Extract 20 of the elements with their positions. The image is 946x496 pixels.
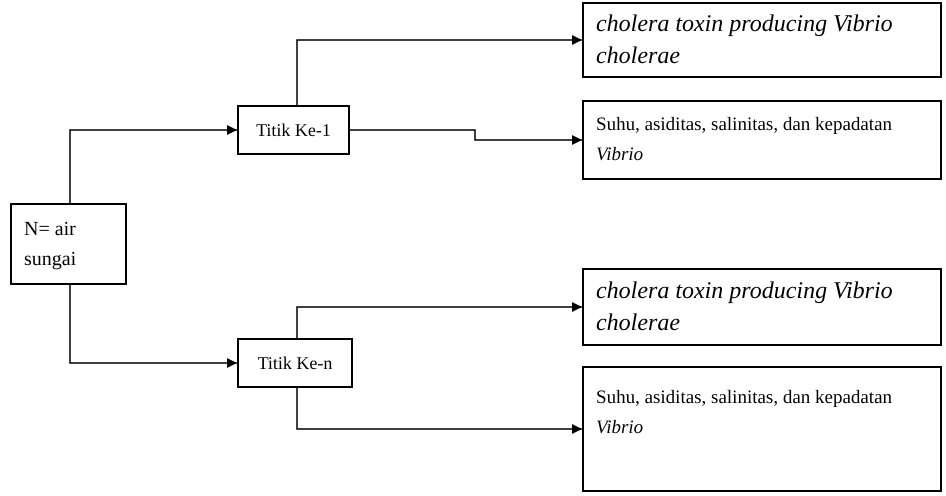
process-box: [582, 100, 942, 180]
process-box: [582, 2, 942, 78]
box-text: N= air sungai: [24, 217, 78, 272]
arrow: [350, 129, 582, 145]
process-box: [582, 268, 942, 346]
arrow: [69, 125, 237, 203]
process-box: [237, 105, 350, 155]
arrow: [296, 302, 582, 338]
box-text: cholera toxin producing Vibrio cholerae: [596, 10, 894, 71]
box-text: Titik Ke-1: [255, 118, 332, 142]
process-box: [582, 366, 942, 492]
box-text: cholera toxin producing Vibrio cholerae: [596, 277, 894, 338]
process-box: [10, 203, 127, 285]
arrow: [69, 285, 237, 368]
arrow: [296, 388, 582, 434]
box-text: Suhu, asiditas, salinitas, dan kepadatan Vibrio: [596, 113, 894, 167]
box-text: Suhu, asiditas, salinitas, dan kepadatan Vibrio: [596, 386, 894, 440]
box-text: Titik Ke-n: [256, 352, 334, 374]
arrow: [296, 35, 582, 105]
process-box: [237, 338, 353, 388]
